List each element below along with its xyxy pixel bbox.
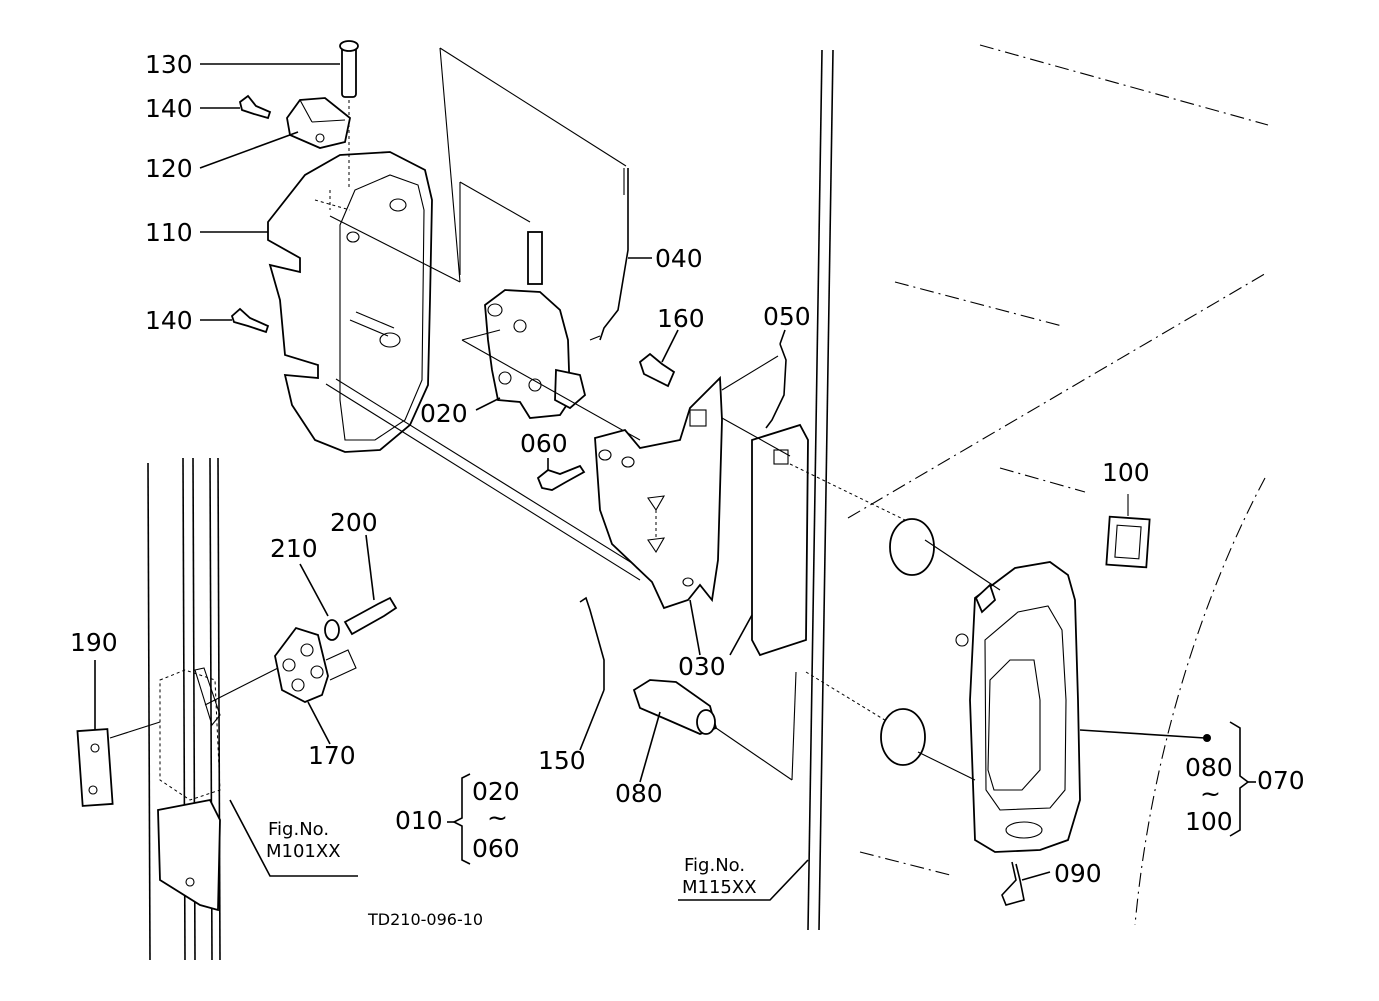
strike-bracket [157, 667, 221, 912]
label-060: 060 [520, 429, 568, 458]
label-140-bottom: 140 [145, 306, 193, 335]
latch-plate-190 [76, 721, 161, 807]
range-010-tilde: ~ [487, 803, 508, 832]
spring-rod-150 [579, 596, 605, 690]
label-170: 170 [308, 741, 356, 770]
label-160: 160 [657, 304, 705, 333]
label-020: 020 [420, 399, 468, 428]
screw-140-top [238, 94, 272, 120]
rod-040 [589, 168, 629, 341]
door-handle-070 [955, 561, 1081, 853]
gasket-100 [1105, 494, 1151, 569]
label-200: 200 [330, 508, 378, 537]
fig-ref-right-title: Fig.No. [684, 855, 745, 876]
label-210: 210 [270, 534, 318, 563]
latch-020 [461, 231, 641, 441]
label-070: 070 [1257, 766, 1305, 795]
label-140-top: 140 [145, 94, 193, 123]
label-190: 190 [70, 628, 118, 657]
label-120: 120 [145, 154, 193, 183]
clip-090 [1001, 861, 1025, 906]
range-080-tilde: ~ [1200, 779, 1221, 808]
label-040: 040 [655, 244, 703, 273]
figure-references: Fig.No. M101XX Fig.No. M115XX [266, 819, 757, 898]
range-080-start: 080 [1185, 753, 1233, 782]
label-090: 090 [1054, 859, 1102, 888]
gasket-plate [721, 417, 809, 657]
label-150: 150 [538, 746, 586, 775]
leader-lines [94, 63, 1211, 901]
label-080: 080 [615, 779, 663, 808]
bolt-160 [638, 352, 676, 388]
label-130: 130 [145, 50, 193, 79]
range-080-end: 100 [1185, 807, 1233, 836]
leader-lines-cover [325, 47, 641, 581]
fig-ref-right-code: M115XX [682, 877, 757, 898]
screw-140-bottom [230, 307, 270, 334]
fig-ref-left-title: Fig.No. [268, 819, 329, 840]
panel-holes [789, 463, 1001, 781]
label-010: 010 [395, 806, 443, 835]
fig-ref-left-code: M101XX [266, 841, 341, 862]
block-120 [286, 97, 351, 149]
door-panel-lines [147, 44, 1269, 961]
washer-210 [324, 619, 340, 641]
screw-060 [536, 464, 586, 491]
drawing-id: TD210-096-10 [367, 910, 483, 929]
pin-130 [339, 40, 359, 190]
key-cylinder-080 [632, 671, 797, 781]
cover-110 [267, 151, 433, 453]
striker-170 [204, 626, 357, 706]
range-brackets [447, 721, 1256, 865]
bracket-030 [594, 375, 723, 610]
range-010-end: 060 [472, 834, 520, 863]
label-030: 030 [678, 652, 726, 681]
label-110: 110 [145, 218, 193, 247]
part-labels: 130 140 120 110 140 040 160 050 020 060 … [70, 50, 1305, 888]
bolt-200 [343, 596, 398, 636]
label-100: 100 [1102, 458, 1150, 487]
label-050: 050 [763, 302, 811, 331]
range-010-start: 020 [472, 777, 520, 806]
clip-050 [721, 343, 787, 429]
